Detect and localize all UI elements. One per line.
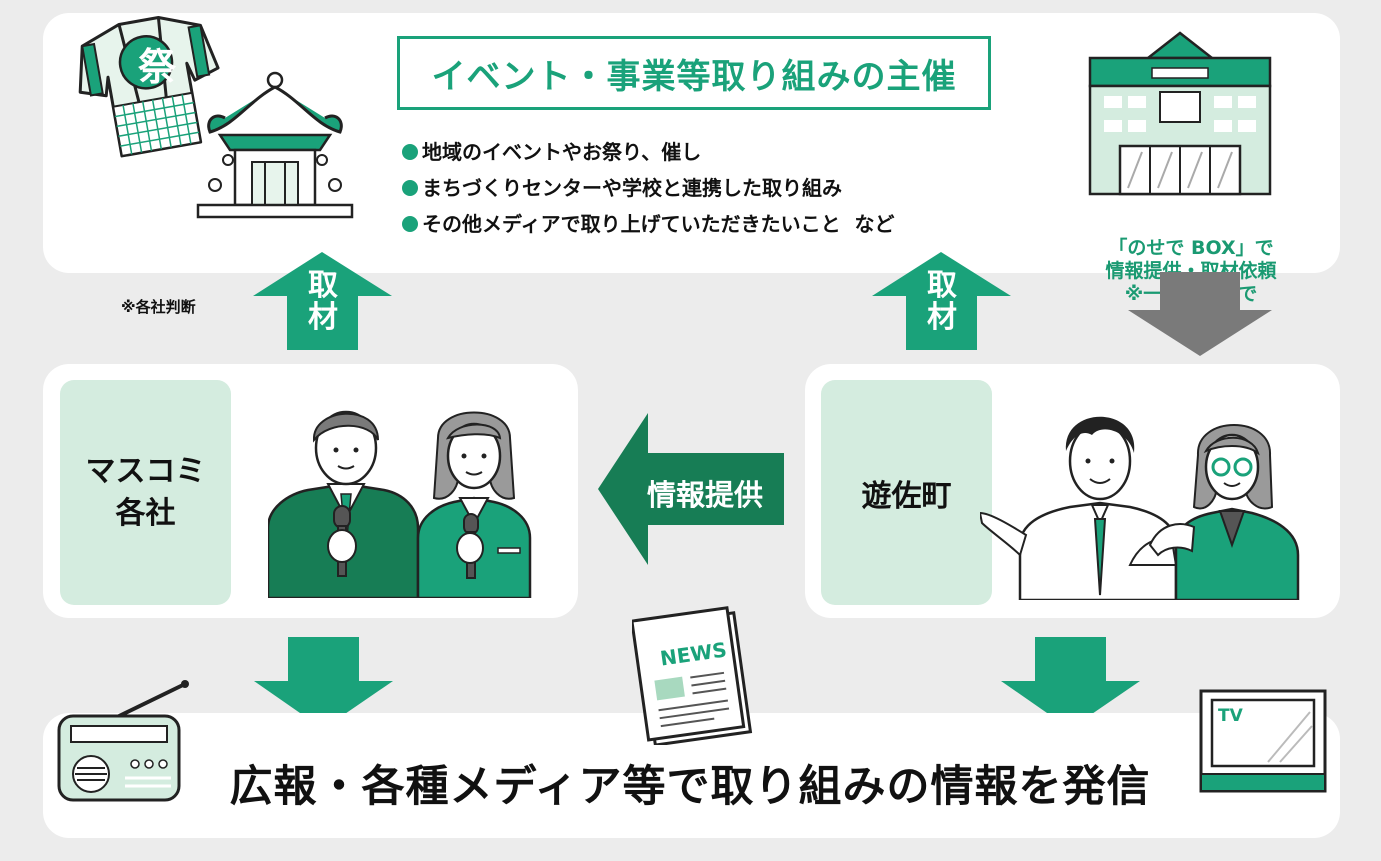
town-hall-icon: [1088, 31, 1272, 196]
tv-text: TV: [1218, 706, 1243, 726]
gray-down-arrow-icon: [1128, 272, 1272, 356]
bullet-dot-icon: [402, 180, 418, 196]
up-arrow-left-label: 取 材: [307, 270, 339, 334]
newspaper-icon: [632, 606, 753, 745]
town-staff-illustration: [980, 416, 1300, 600]
bullet-item: まちづくりセンターや学校と連携した取り組み: [402, 170, 895, 206]
up-arrow-left-icon: [253, 252, 392, 350]
bottom-message: 広報・各種メディア等で取り組みの情報を発信: [229, 762, 1151, 812]
radio-icon: [57, 680, 189, 802]
up-arrow-right-icon: [872, 252, 1011, 350]
info-left-arrow-icon: [598, 413, 784, 565]
media-label: マスコミ 各社: [60, 380, 231, 605]
bullet-dot-icon: [402, 216, 418, 232]
bullet-list: 地域のイベントやお祭り、催し まちづくりセンターや学校と連携した取り組み その他…: [402, 134, 895, 242]
festival-kanji: 祭: [137, 45, 176, 89]
down-arrow-right-icon: [1001, 637, 1140, 729]
note-text: ※各社判断: [121, 298, 196, 316]
shrine-icon: [196, 71, 354, 219]
bullet-dot-icon: [402, 144, 418, 160]
media-label-line2: 各社: [115, 495, 176, 531]
bullet-text: 地域のイベントやお祭り、催し: [422, 140, 702, 164]
bullet-text: その他メディアで取り上げていただきたいこと など: [422, 212, 895, 236]
reporters-illustration: [268, 410, 532, 598]
town-label: 遊佐町: [821, 380, 992, 605]
box-label-line1: 「のせで BOX」で: [1108, 237, 1274, 259]
bullet-item: その他メディアで取り上げていただきたいこと など: [402, 206, 895, 242]
up-arrow-left-char2: 材: [308, 300, 338, 335]
media-label-line1: マスコミ: [85, 453, 206, 489]
box-label: 「のせで BOX」で 情報提供・取材依頼 ※一週間前まで: [1060, 237, 1322, 306]
bullet-item: 地域のイベントやお祭り、催し: [402, 134, 895, 170]
bullet-text: まちづくりセンターや学校と連携した取り組み: [422, 176, 842, 200]
tv-icon: [1199, 689, 1327, 793]
down-arrow-left-icon: [254, 637, 393, 729]
town-label-text: 遊佐町: [861, 478, 952, 514]
happi-coat-icon: [78, 16, 220, 158]
top-title: イベント・事業等取り組みの主催: [397, 36, 991, 110]
up-arrow-left-char1: 取: [308, 268, 338, 303]
up-arrow-right-char1: 取: [927, 268, 957, 303]
info-arrow-label: 情報提供: [646, 478, 763, 512]
up-arrow-right-label: 取 材: [926, 270, 958, 334]
up-arrow-right-char2: 材: [927, 300, 957, 335]
